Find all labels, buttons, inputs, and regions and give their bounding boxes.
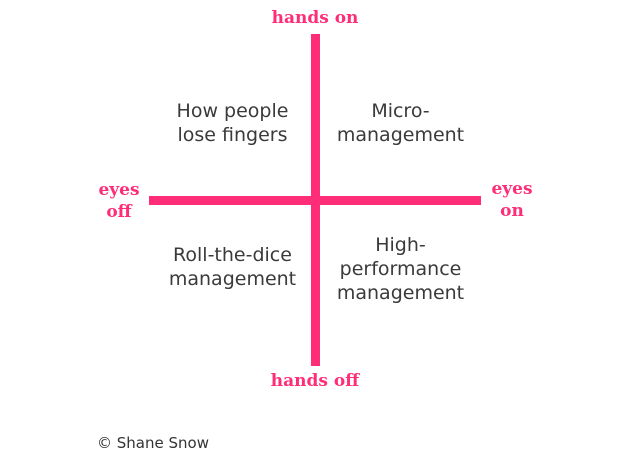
horizontal-axis-line: [149, 196, 481, 205]
quadrant-top-left-label: How people lose fingers: [176, 100, 289, 146]
quadrant-bottom-left-label: Roll-the-dice management: [168, 244, 297, 290]
axis-label-hands-on: hands on: [271, 8, 359, 28]
quadrant-top-right-label: Micro- management: [336, 100, 465, 146]
copyright-notice: © Shane Snow: [97, 434, 209, 452]
quadrant-bottom-right-label: High- performance management: [336, 234, 465, 304]
axis-label-eyes-on: eyes on: [491, 179, 533, 221]
axis-label-hands-off: hands off: [270, 371, 360, 391]
axis-label-eyes-off: eyes off: [98, 180, 140, 222]
